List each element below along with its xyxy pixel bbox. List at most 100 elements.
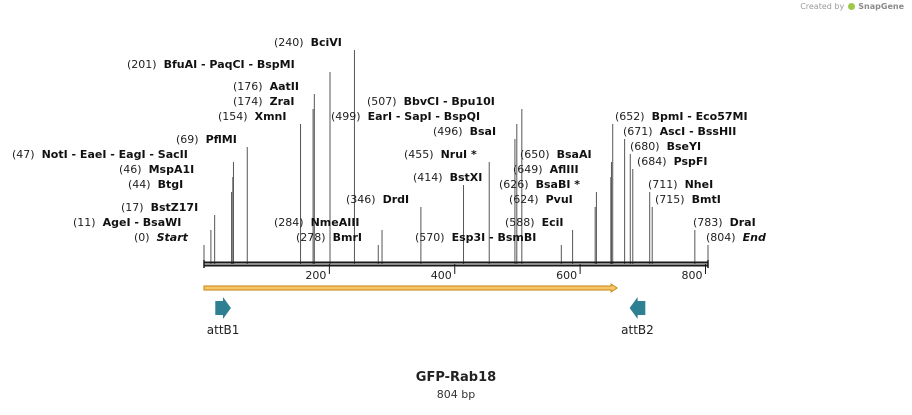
site-position: (201)	[127, 58, 157, 71]
site-position: (174)	[233, 95, 263, 108]
site-position: (284)	[274, 216, 304, 229]
site-position: (507)	[367, 95, 397, 108]
site-afliii[interactable]: (649) AflIII	[513, 163, 579, 176]
site-bstz17i[interactable]: (17) BstZ17I	[121, 201, 198, 214]
site-agei[interactable]: (11)AgeI - BsaWI	[73, 216, 181, 229]
attb1-label: attB1	[207, 323, 240, 337]
site-position: (496)	[433, 125, 463, 138]
site-position: (804)	[706, 231, 736, 244]
attb1-arrow[interactable]	[215, 297, 231, 319]
attb2-arrow[interactable]	[629, 297, 646, 319]
site-enzyme-name: BsaBI *	[536, 178, 581, 191]
site-enzyme-name: DrdI	[383, 193, 410, 206]
site-aatii[interactable]: (176)AatII	[233, 80, 299, 93]
site-enzyme-name: BsaI	[470, 125, 496, 138]
site-enzyme-name: BsaAI	[557, 148, 592, 161]
site-ecii[interactable]: (588) EciI	[505, 216, 564, 229]
site-pflmi[interactable]: (69) PflMI	[176, 133, 237, 146]
site-mspa1i[interactable]: (46)MspA1I	[119, 163, 194, 176]
site-position: (570)	[415, 231, 445, 244]
site-bmri[interactable]: (278)BmrI	[296, 231, 362, 244]
site-enzyme-name: BseYI	[667, 140, 701, 153]
site-bcivi[interactable]: (240)BciVI	[274, 36, 342, 49]
site-enzyme-name: NruI *	[441, 148, 477, 161]
site-btgi[interactable]: (44) BtgI	[128, 178, 183, 191]
site-position: (69)	[176, 133, 199, 146]
site-enzyme-name: AscI - BssHII	[660, 125, 737, 138]
site-bsabi[interactable]: (626) BsaBI *	[499, 178, 580, 191]
site-position: (17)	[121, 201, 144, 214]
site-enzyme-name: BbvCI - Bpu10I	[404, 95, 495, 108]
site-position: (684)	[637, 155, 667, 168]
site-position: (588)	[505, 216, 535, 229]
site-enzyme-name: AgeI - BsaWI	[103, 216, 182, 229]
site-position: (47)	[12, 148, 35, 161]
site-asci[interactable]: (671)AscI - BssHII	[623, 125, 736, 138]
site-position: (176)	[233, 80, 263, 93]
site-position: (650)	[520, 148, 550, 161]
site-position: (652)	[615, 110, 645, 123]
map-length: 804 bp	[436, 388, 476, 401]
site-bseyi[interactable]: (680) BseYI	[630, 140, 701, 153]
site-enzyme-name: NmeAIII	[311, 216, 360, 229]
site-enzyme-name: Esp3I - BsmBI	[452, 231, 537, 244]
site-enzyme-name: End	[743, 231, 766, 244]
backbone	[203, 260, 709, 268]
site-bfuai[interactable]: (201) BfuAI - PaqCI - BspMI	[127, 58, 295, 71]
site-position: (46)	[119, 163, 142, 176]
site-enzyme-name: PflMI	[206, 133, 237, 146]
site-bstxi[interactable]: (414) BstXI	[413, 171, 482, 184]
site-nmeaiii[interactable]: (284) NmeAIII	[274, 216, 360, 229]
site-bbvci[interactable]: (507) BbvCI - Bpu10I	[367, 95, 495, 108]
site-enzyme-name: BstXI	[450, 171, 483, 184]
site-eari[interactable]: (499)EarI - SapI - BspQI	[331, 110, 480, 123]
site-start[interactable]: (0) Start	[134, 231, 189, 244]
site-esp3i[interactable]: (570) Esp3I - BsmBI	[415, 231, 536, 244]
site-position: (649)	[513, 163, 543, 176]
site-zrai[interactable]: (174)ZraI	[233, 95, 295, 108]
site-xmni[interactable]: (154) XmnI	[218, 110, 286, 123]
site-enzyme-name: PspFI	[674, 155, 708, 168]
site-enzyme-name: AflIII	[550, 163, 579, 176]
site-position: (711)	[648, 178, 678, 191]
site-drdi[interactable]: (346)DrdI	[346, 193, 409, 206]
site-position: (414)	[413, 171, 443, 184]
site-enzyme-name: BciVI	[311, 36, 342, 49]
site-enzyme-name: BmtI	[692, 193, 721, 206]
site-enzyme-name: Start	[157, 231, 189, 244]
site-nhei[interactable]: (711)NheI	[648, 178, 713, 191]
site-position: (154)	[218, 110, 248, 123]
snapgene-logo-icon	[847, 3, 855, 10]
site-position: (44)	[128, 178, 151, 191]
site-enzyme-name: EciI	[542, 216, 564, 229]
site-end[interactable]: (804) End	[706, 231, 766, 244]
site-position: (455)	[404, 148, 434, 161]
site-enzyme-name: BfuAI - PaqCI - BspMI	[164, 58, 295, 71]
site-position: (626)	[499, 178, 529, 191]
site-drai[interactable]: (783)DraI	[693, 216, 756, 229]
site-enzyme-name: BtgI	[158, 178, 184, 191]
site-pspfi[interactable]: (684) PspFI	[637, 155, 708, 168]
site-position: (624)	[509, 193, 539, 206]
site-enzyme-name: XmnI	[255, 110, 287, 123]
site-noti[interactable]: (47)NotI - EaeI - EagI - SacII	[12, 148, 188, 161]
map-title: GFP-Rab18	[415, 370, 497, 385]
site-bsaai[interactable]: (650) BsaAI	[520, 148, 592, 161]
site-position: (680)	[630, 140, 660, 153]
site-enzyme-name: BstZ17I	[151, 201, 199, 214]
site-enzyme-name: EarI - SapI - BspQI	[368, 110, 480, 123]
site-pvui[interactable]: (624)PvuI	[509, 193, 573, 206]
site-bsai[interactable]: (496) BsaI	[433, 125, 496, 138]
site-bpmi[interactable]: (652)BpmI - Eco57MI	[615, 110, 748, 123]
site-nrui[interactable]: (455) NruI *	[404, 148, 477, 161]
tick-label-600: 600	[556, 269, 577, 282]
snapgene-credit: Created by SnapGene	[800, 2, 904, 11]
orf-arrow[interactable]	[203, 283, 619, 293]
site-position: (0)	[134, 231, 150, 244]
site-position: (783)	[693, 216, 723, 229]
site-bmti[interactable]: (715)BmtI	[655, 193, 721, 206]
